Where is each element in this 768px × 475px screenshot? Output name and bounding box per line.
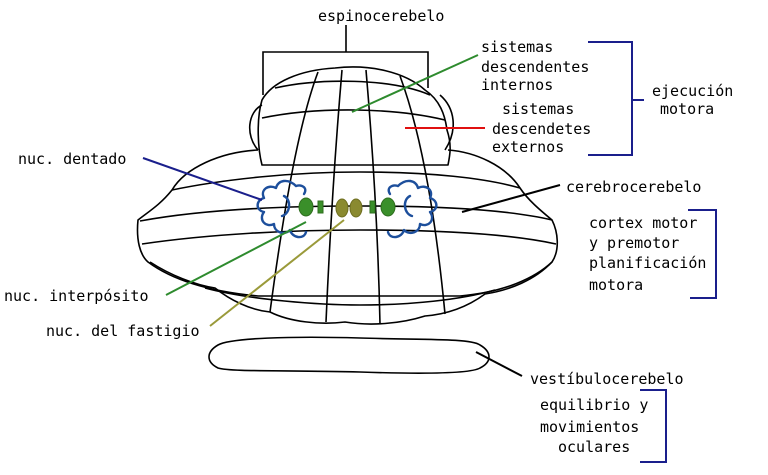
interposito-nuclei xyxy=(298,197,396,217)
folium-top-1 xyxy=(274,80,431,96)
vermis-line-right-outer xyxy=(399,75,446,315)
folium-bottom-1 xyxy=(204,287,496,306)
folium-mid-3 xyxy=(141,229,557,245)
label-nuc-interposito: nuc. interpósito xyxy=(4,287,149,305)
fastigio-nuclei xyxy=(335,198,363,218)
label-sist-internos-2: descendentes xyxy=(481,58,589,76)
fastigio-pointer xyxy=(209,219,345,327)
top-lobe-outline xyxy=(257,66,451,166)
cortex-bracket xyxy=(688,209,717,299)
label-equilibrio-3: oculares xyxy=(558,438,630,456)
label-cortex-1: cortex motor xyxy=(589,214,697,232)
fastigio-left xyxy=(335,198,349,218)
label-nuc-fastigio: nuc. del fastigio xyxy=(46,322,200,340)
label-ejecucion-2: motora xyxy=(660,100,714,118)
label-ejecucion-1: ejecución xyxy=(652,82,733,100)
label-nuc-dentado: nuc. dentado xyxy=(18,150,126,168)
vermis-line-left-inner xyxy=(325,69,343,323)
label-cortex-4: motora xyxy=(589,276,643,294)
interposito-pointer xyxy=(165,221,307,296)
label-sist-externos-1: sistemas xyxy=(502,100,574,118)
vermis-line-left-outer xyxy=(269,71,319,313)
fastigio-right xyxy=(349,198,363,218)
label-equilibrio-1: equilibrio y xyxy=(540,396,648,414)
label-sist-internos-3: internos xyxy=(481,76,553,94)
dentate-nucleus-right xyxy=(386,179,438,239)
vestibulo-outline xyxy=(208,336,490,374)
interposito-right-small xyxy=(369,200,376,214)
upper-lobule-right xyxy=(439,94,455,151)
bottom-lobe-outline xyxy=(149,261,553,325)
label-cortex-3: planificación xyxy=(589,254,706,272)
dentado-pointer xyxy=(142,157,263,201)
label-espinocerebelo: espinocerebelo xyxy=(318,7,444,25)
label-equilibrio-2: movimientos xyxy=(540,418,639,436)
interposito-left-small xyxy=(317,200,324,214)
vermis-line-right-inner xyxy=(365,69,381,325)
vestibulo-pointer xyxy=(475,351,523,377)
cerebellum-outline xyxy=(136,66,559,374)
upper-lobule-left xyxy=(249,104,263,151)
espinocerebelo-bracket xyxy=(262,25,429,95)
middle-body-outline xyxy=(136,149,559,297)
label-sist-externos-3: externos xyxy=(492,138,564,156)
label-cortex-2: y premotor xyxy=(589,234,679,252)
equilibrio-bracket xyxy=(640,389,667,463)
sist-internos-pointer xyxy=(351,54,479,113)
label-cerebrocerebelo: cerebrocerebelo xyxy=(566,178,701,196)
label-vestibulocerebelo: vestíbulocerebelo xyxy=(530,370,684,388)
label-sist-externos-2: descendetes xyxy=(492,120,591,138)
cerebrocerebelo-pointer xyxy=(461,184,561,213)
folium-mid-1 xyxy=(171,171,521,191)
ejecucion-bracket xyxy=(588,41,644,156)
label-sist-internos-1: sistemas xyxy=(481,38,553,56)
interposito-right-large xyxy=(380,197,396,217)
interposito-left-large xyxy=(298,197,314,217)
